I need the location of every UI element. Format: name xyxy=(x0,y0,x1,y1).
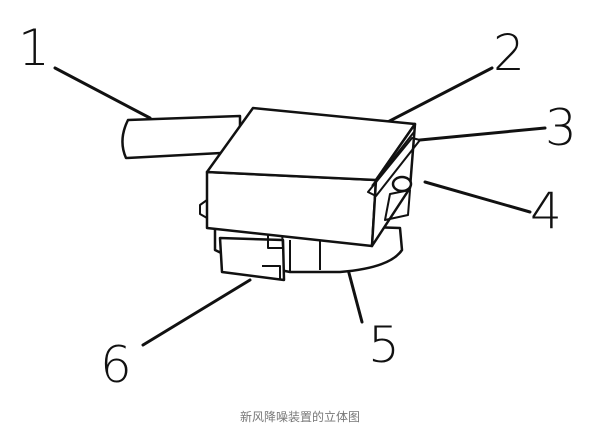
figure-caption: 新风降噪装置的立体图 xyxy=(239,410,360,424)
outlet-box xyxy=(218,231,286,282)
filter-rail xyxy=(367,131,421,197)
leader-line-6 xyxy=(141,278,252,347)
leader-line-4 xyxy=(423,180,532,214)
label-1: 1 xyxy=(18,19,50,77)
label-2: 2 xyxy=(493,24,525,82)
label-4: 4 xyxy=(530,182,562,240)
leader-line-3 xyxy=(418,126,547,142)
leader-line-1 xyxy=(53,66,152,120)
label-6: 6 xyxy=(100,336,132,394)
label-3: 3 xyxy=(545,99,577,157)
fan-component xyxy=(384,175,413,221)
leader-line-2 xyxy=(378,66,494,128)
label-5: 5 xyxy=(368,316,400,374)
